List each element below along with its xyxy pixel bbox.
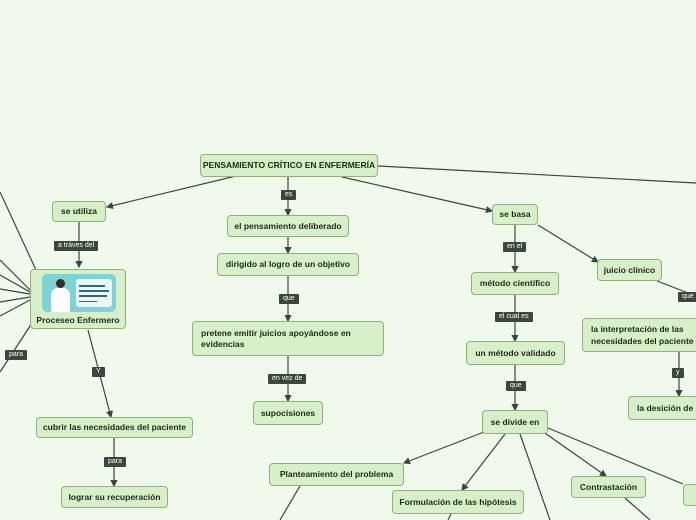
- edge-label-que: que: [506, 381, 526, 391]
- edge-label-en-el: en el: [503, 242, 527, 252]
- node-se-utiliza[interactable]: se utiliza: [52, 201, 106, 222]
- node-label: se utiliza: [61, 206, 97, 216]
- node-dirigido-objetivo[interactable]: dirigido al logro de un objetivo: [217, 253, 359, 276]
- node-label: Formulación de las hipótesis: [399, 496, 517, 507]
- node-label: cubrir las necesidades del paciente: [42, 422, 187, 432]
- node-planteamiento-problema[interactable]: Planteamiento del problema: [269, 463, 404, 486]
- node-suposiciones[interactable]: supocisiones: [253, 401, 323, 425]
- node-label: se basa: [499, 209, 531, 219]
- node-interpretacion-necesidades[interactable]: la interpretación de las necesidades del…: [582, 318, 696, 352]
- edge-label-a-traves-del: a tráves del: [54, 241, 99, 251]
- node-desicion-actuar[interactable]: la desición de actuar: [628, 396, 696, 420]
- node-proceso-enfermero[interactable]: Proceseo Enfermero: [30, 269, 126, 329]
- edge-label-el-cual-es: el cual es: [495, 312, 533, 322]
- edge-label-que: que: [678, 292, 696, 302]
- edge-label-y: Y: [92, 367, 105, 377]
- node-label: juicio clínico: [603, 264, 656, 275]
- node-contrastacion[interactable]: Contrastación: [571, 476, 646, 498]
- node-label: la interpretación de las necesidades del…: [591, 324, 694, 346]
- node-label: dirigido al logro de un objetivo: [225, 259, 351, 269]
- node-cubrir-necesidades[interactable]: cubrir las necesidades del paciente: [36, 417, 193, 438]
- node-label: un método validado: [475, 347, 556, 358]
- node-metodo-cientifico[interactable]: método científico: [471, 272, 559, 295]
- edge-label-que: que: [279, 294, 299, 304]
- node-label: Proceseo Enfermero: [36, 315, 120, 325]
- node-metodo-validado[interactable]: un método validado: [466, 341, 565, 365]
- node-se-basa[interactable]: se basa: [492, 204, 538, 225]
- node-offscreen-partial[interactable]: [683, 484, 696, 506]
- node-label: supocisiones: [260, 407, 316, 418]
- root-node-pensamiento-critico[interactable]: PENSAMIENTO CRÍTICO EN ENFERMERÍA: [200, 154, 378, 177]
- node-label: lograr su recuperación: [68, 491, 161, 502]
- node-juicio-clinico[interactable]: juicio clínico: [597, 259, 662, 281]
- node-lograr-recuperacion[interactable]: lograr su recuperación: [61, 486, 168, 508]
- edge-label-es: es: [281, 190, 297, 200]
- node-label: pretene emitir juicios apoyándose en evi…: [201, 327, 351, 349]
- node-pretende-juicios[interactable]: pretene emitir juicios apoyándose en evi…: [192, 321, 384, 356]
- edge-label-en-vez-de: en vez de: [268, 374, 307, 384]
- node-label: Planteamiento del problema: [279, 469, 394, 479]
- node-formulacion-hipotesis[interactable]: Formulación de las hipótesis: [392, 490, 524, 514]
- node-pensamiento-deliberado[interactable]: el pensamiento deliberado: [227, 215, 349, 237]
- edge-label-para: para: [104, 457, 127, 467]
- node-se-divide[interactable]: se divide en: [482, 410, 548, 434]
- edge-label-para: para: [5, 350, 28, 360]
- node-label: el pensamiento deliberado: [234, 220, 342, 231]
- node-label: Contrastación: [579, 481, 638, 492]
- root-node-label: PENSAMIENTO CRÍTICO EN ENFERMERÍA: [202, 160, 376, 170]
- edge-label-y: y: [672, 368, 684, 378]
- node-label: se divide en: [490, 416, 540, 427]
- proceso-enfermero-image: [42, 274, 116, 312]
- node-label: la desición de actuar: [637, 402, 696, 413]
- node-label: método científico: [479, 278, 551, 288]
